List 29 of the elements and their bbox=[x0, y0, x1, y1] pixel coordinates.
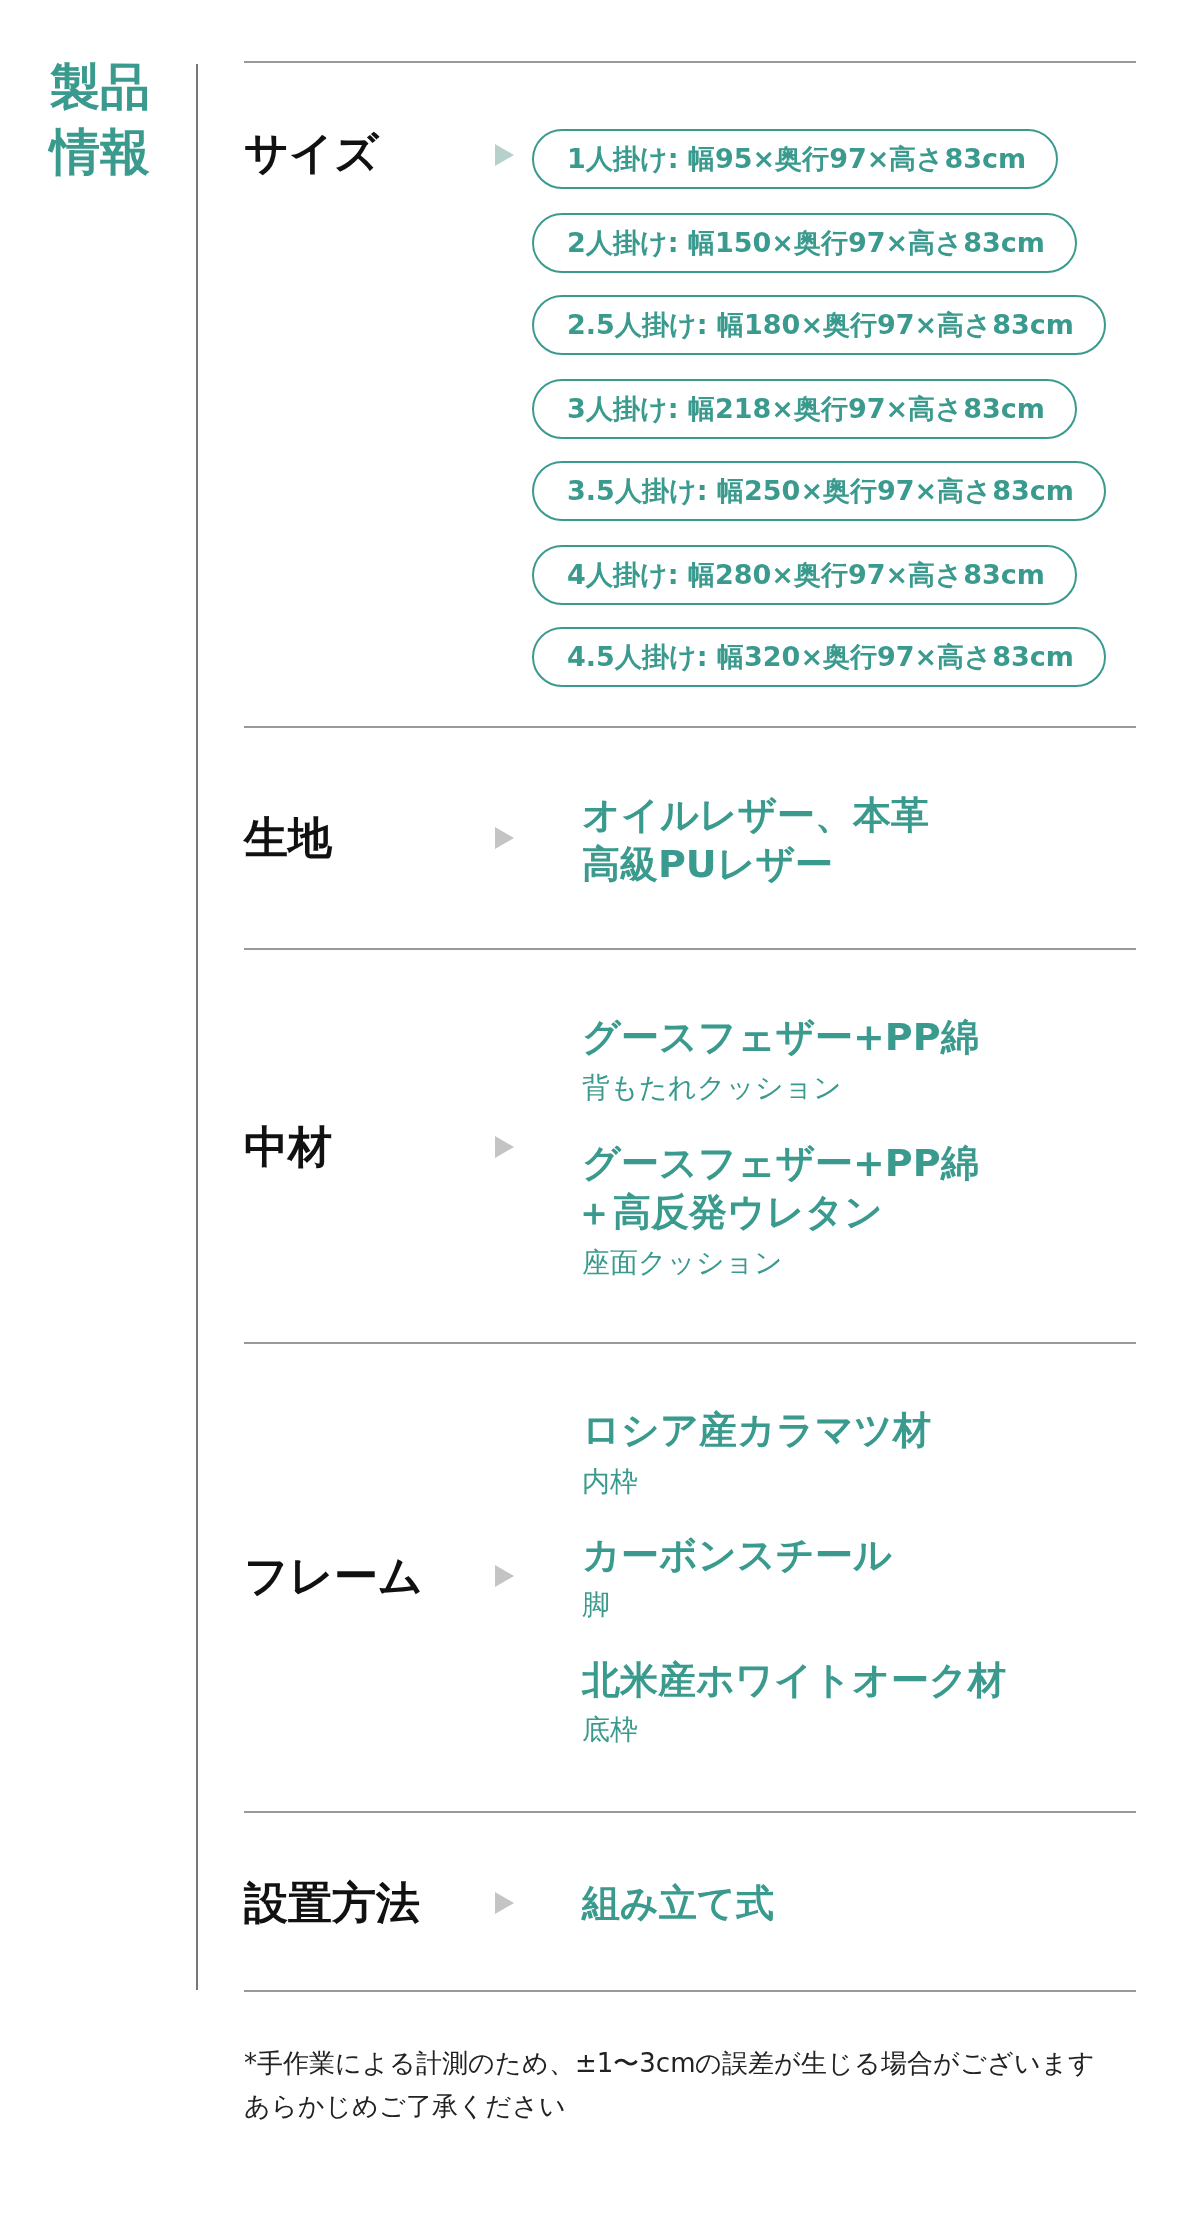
section-heading: 設置方法 bbox=[244, 1875, 420, 1930]
material-text: ロシア産カラマツ材 bbox=[582, 1406, 931, 1454]
note-text: 座面クッション bbox=[582, 1245, 783, 1281]
material-text: オイルレザー、本革 bbox=[582, 791, 929, 839]
size-pill: 3人掛け: 幅218×奥行97×高さ83cm bbox=[532, 379, 1077, 439]
size-pill: 2人掛け: 幅150×奥行97×高さ83cm bbox=[532, 213, 1077, 273]
section-heading: サイズ bbox=[244, 125, 379, 180]
size-pill: 4人掛け: 幅280×奥行97×高さ83cm bbox=[532, 545, 1077, 605]
size-pill: 1人掛け: 幅95×奥行97×高さ83cm bbox=[532, 129, 1059, 189]
footnote: あらかじめご了承ください bbox=[244, 2089, 566, 2123]
note-text: 脚 bbox=[582, 1587, 610, 1623]
material-text: 北米産ホワイトオーク材 bbox=[582, 1656, 1006, 1704]
material-text: 組み立て式 bbox=[582, 1879, 774, 1927]
section-heading: 中材 bbox=[244, 1119, 332, 1174]
size-pill: 3.5人掛け: 幅250×奥行97×高さ83cm bbox=[532, 461, 1106, 521]
material-text: 高級PUレザー bbox=[582, 840, 833, 888]
footnote: *手作業による計測のため、±1〜3cmの誤差が生じる場合がございます bbox=[244, 2046, 1096, 2080]
size-pill: 2.5人掛け: 幅180×奥行97×高さ83cm bbox=[532, 295, 1106, 355]
material-text: グースフェザー+PP綿 bbox=[582, 1139, 979, 1187]
size-pill: 4.5人掛け: 幅320×奥行97×高さ83cm bbox=[532, 627, 1106, 687]
material-text: ＋高反発ウレタン bbox=[575, 1188, 883, 1236]
note-text: 底枠 bbox=[582, 1712, 638, 1748]
section-heading: フレーム bbox=[244, 1548, 423, 1603]
material-text: グースフェザー+PP綿 bbox=[582, 1013, 979, 1061]
heading: 製品情報 bbox=[50, 57, 151, 183]
note-text: 背もたれクッション bbox=[582, 1070, 842, 1106]
note-text: 内枠 bbox=[582, 1464, 638, 1500]
material-text: カーボンスチール bbox=[582, 1531, 892, 1579]
section-heading: 生地 bbox=[244, 810, 332, 865]
